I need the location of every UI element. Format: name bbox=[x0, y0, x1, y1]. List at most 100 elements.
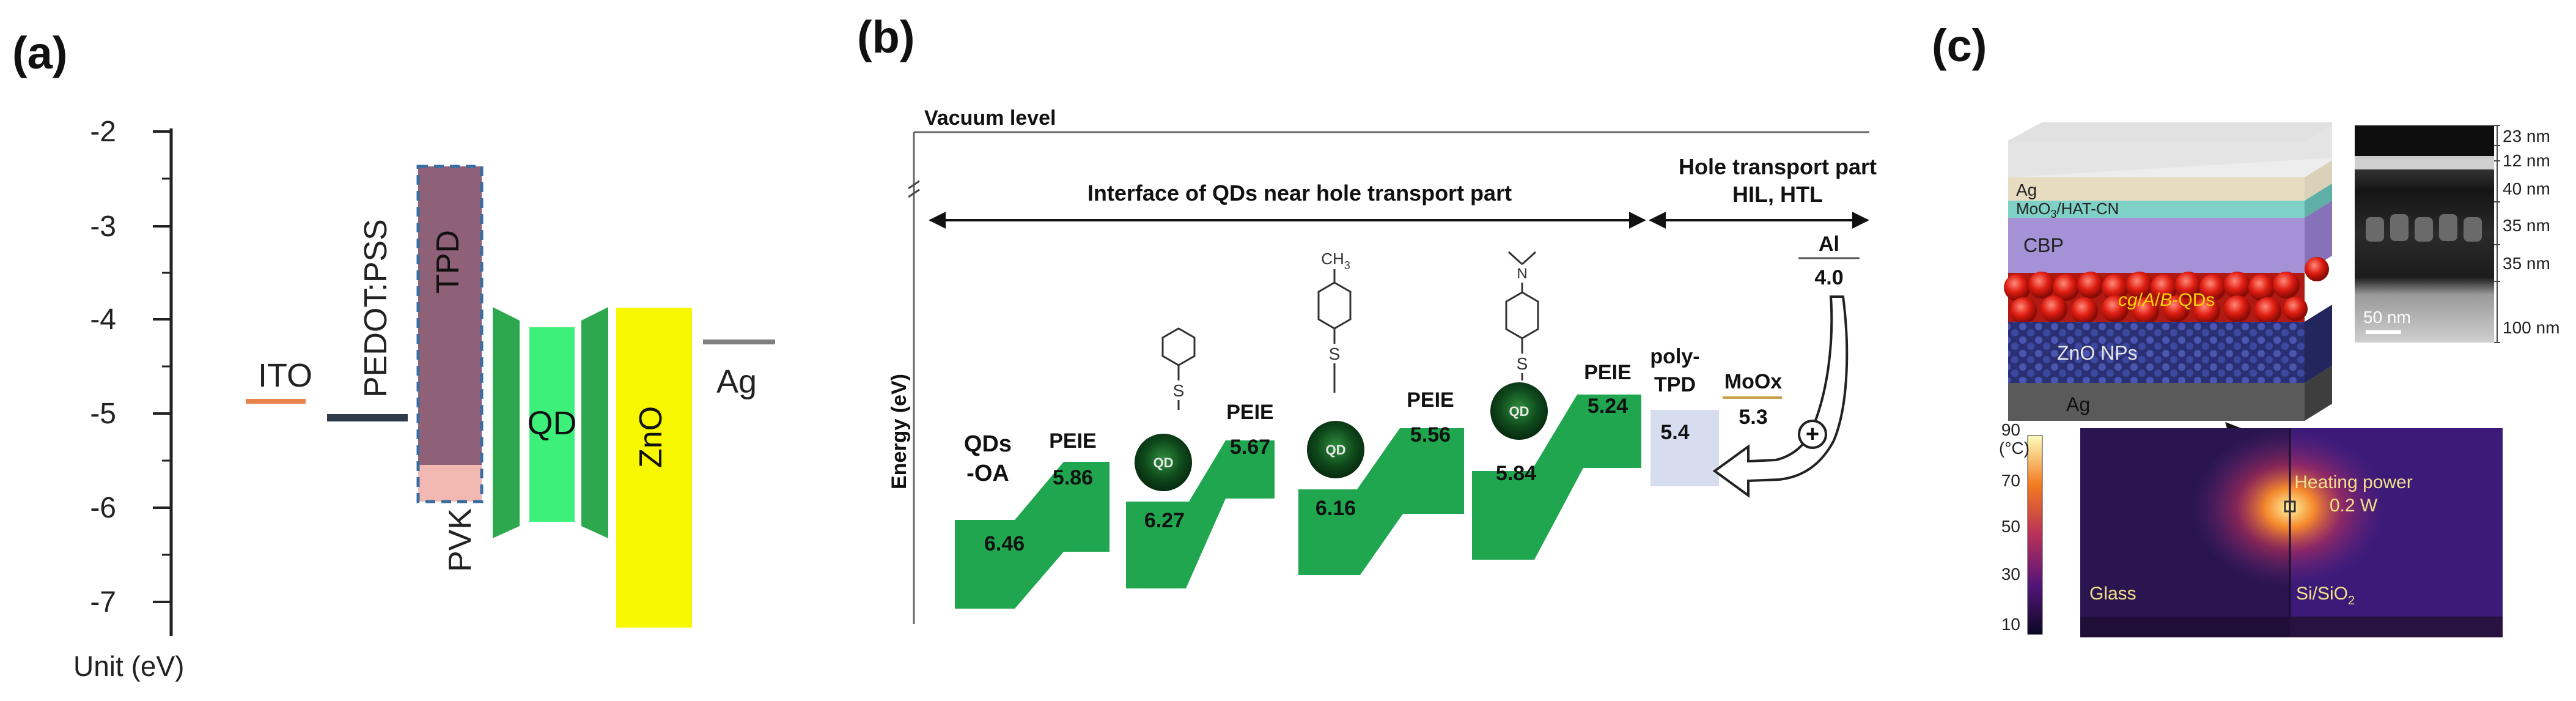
thermal-simulation: Heating power 0.2 W Glass Si/SiO2 bbox=[2080, 428, 2503, 637]
ch3-label: CH3 bbox=[1321, 250, 1350, 272]
value-oa: 6.46 bbox=[984, 532, 1025, 555]
qd-shell-left bbox=[493, 307, 520, 538]
tick-label: -4 bbox=[90, 303, 116, 336]
pvk-band bbox=[418, 465, 482, 502]
value-peie3: 5.56 bbox=[1410, 423, 1451, 447]
value-moox: 5.3 bbox=[1739, 406, 1767, 429]
thickness-ruler bbox=[2494, 125, 2500, 343]
colorbar-unit: (°C) bbox=[1999, 439, 2030, 458]
poly-tpd-label: TPD bbox=[1654, 373, 1696, 396]
poly-tpd-label: poly- bbox=[1650, 345, 1699, 368]
tick-label: -2 bbox=[90, 116, 116, 148]
panel-b: (b) Vacuum level Energy (eV) Interface o… bbox=[857, 12, 1877, 624]
energy-step-block bbox=[955, 462, 1110, 609]
cbp-label: CBP bbox=[2023, 234, 2064, 256]
tpd-label: TPD bbox=[430, 230, 466, 294]
energy-step-block bbox=[1472, 395, 1641, 560]
energy-step-block bbox=[1298, 428, 1464, 575]
ag-level bbox=[703, 339, 775, 344]
tick-label: -7 bbox=[90, 586, 116, 618]
zno-np-label: ZnO NPs bbox=[2057, 342, 2138, 364]
value-qd2: 6.16 bbox=[1316, 497, 1356, 520]
value-al: 4.0 bbox=[1814, 266, 1843, 289]
tick-label: -6 bbox=[90, 492, 116, 524]
thickness-label: 35 nm bbox=[2503, 216, 2550, 235]
heating-power-value: 0.2 W bbox=[2330, 495, 2378, 516]
value-peie1: 5.86 bbox=[1053, 466, 1093, 489]
qds-oa-label: QDs bbox=[964, 431, 1012, 457]
y-axis-ticks bbox=[153, 130, 171, 603]
panel-a-label: (a) bbox=[12, 28, 67, 78]
glass-label: Glass bbox=[2089, 584, 2136, 604]
thickness-label: 35 nm bbox=[2503, 254, 2550, 273]
peie-label: PEIE bbox=[1584, 361, 1631, 384]
energy-step-block bbox=[1126, 440, 1275, 588]
qd-layer-label: cg/A/B-QDs bbox=[2118, 290, 2215, 310]
panel-c: (c) bbox=[1932, 20, 2559, 637]
colorbar-tick: 70 bbox=[2001, 471, 2020, 490]
heating-power-label: Heating power bbox=[2294, 472, 2412, 492]
pedot-label: PEDOT:PSS bbox=[358, 219, 394, 398]
value-qd3: 5.84 bbox=[1496, 462, 1536, 485]
colorbar-tick: 10 bbox=[2001, 615, 2020, 634]
qd-badge: QD bbox=[1326, 442, 1346, 458]
peie-label: PEIE bbox=[1049, 429, 1096, 453]
panel-a: (a) -2 -3 -4 -5 -6 -7 Unit (eV) ITO bbox=[12, 28, 775, 682]
value-peie4: 5.24 bbox=[1588, 395, 1628, 418]
colorbar-tick: 90 bbox=[2001, 420, 2020, 439]
qd-shell-right bbox=[581, 307, 608, 538]
sulfur-label: S bbox=[1517, 354, 1528, 373]
qd-nanocrystal-icon bbox=[1490, 382, 1548, 440]
moo3-hatcn-layer bbox=[2008, 201, 2305, 218]
thickness-label: 23 nm bbox=[2503, 127, 2550, 146]
scale-bar-label: 50 nm bbox=[2363, 308, 2411, 327]
poly-tpd-band bbox=[1650, 410, 1719, 486]
tick-label: -3 bbox=[90, 210, 116, 243]
sulfur-label: S bbox=[1173, 381, 1185, 400]
molecule-dimethylaminothiophenol: N S bbox=[1505, 251, 1539, 380]
scale-bar-line bbox=[2366, 330, 2401, 334]
colorbar-tick: 50 bbox=[2001, 517, 2020, 536]
zno-np-layer bbox=[2008, 322, 2305, 383]
temperature-colorbar: (°C) 90 70 50 30 10 bbox=[1999, 420, 2043, 635]
al-label: Al bbox=[1819, 232, 1839, 256]
axis-break bbox=[908, 180, 920, 198]
vacuum-level-label: Vacuum level bbox=[924, 106, 1056, 130]
moox-label: MoOx bbox=[1724, 370, 1783, 393]
plus-sign: + bbox=[1806, 421, 1819, 447]
value-poly-tpd: 5.4 bbox=[1660, 421, 1689, 444]
pvk-label: PVK bbox=[443, 508, 478, 572]
tpd-band bbox=[418, 166, 482, 465]
unit-label: Unit (eV) bbox=[73, 650, 184, 682]
ag-bottom-layer bbox=[2008, 383, 2305, 421]
value-qd1: 6.27 bbox=[1144, 509, 1185, 532]
molecule-benzenethiol: S bbox=[1161, 327, 1196, 410]
energy-axis-label: Energy (eV) bbox=[888, 374, 911, 489]
qd-nanocrystal-icon bbox=[1135, 434, 1192, 491]
cbp-layer bbox=[2008, 218, 2305, 273]
molecule-toluenethiol: CH3 S bbox=[1317, 250, 1352, 393]
tick-label: -5 bbox=[90, 398, 116, 430]
ag-top-label: Ag bbox=[2016, 180, 2037, 199]
nitrogen-label: N bbox=[1517, 265, 1527, 282]
qd-core bbox=[529, 327, 575, 522]
pedot-level bbox=[327, 414, 408, 421]
qd-badge: QD bbox=[1154, 455, 1174, 470]
hole-plus-icon bbox=[1798, 420, 1827, 449]
thickness-label: 100 nm bbox=[2503, 318, 2559, 337]
value-peie2: 5.67 bbox=[1230, 436, 1270, 459]
qd-nanocrystal-icon bbox=[1307, 421, 1364, 478]
tpd-pvk-outline bbox=[416, 165, 484, 503]
tem-cross-section: 50 nm bbox=[2355, 125, 2494, 343]
colorbar-tick: 30 bbox=[2001, 565, 2020, 584]
device-stack: Ag MoO3/HAT-CN CBP cg/A/B-QDs ZnO NPs Ag bbox=[2004, 122, 2332, 421]
zno-label: ZnO bbox=[633, 406, 669, 468]
hole-transport-label: Hole transport part bbox=[1679, 154, 1877, 179]
panel-b-label: (b) bbox=[857, 12, 915, 62]
interface-label: Interface of QDs near hole transport par… bbox=[1087, 180, 1512, 206]
qd-badge: QD bbox=[1509, 404, 1529, 419]
peie-label: PEIE bbox=[1226, 401, 1273, 424]
moo3-hatcn-label: MoO3/HAT-CN bbox=[2016, 199, 2119, 220]
ag-bottom-label: Ag bbox=[2066, 393, 2090, 415]
qd-label: QD bbox=[528, 405, 577, 442]
